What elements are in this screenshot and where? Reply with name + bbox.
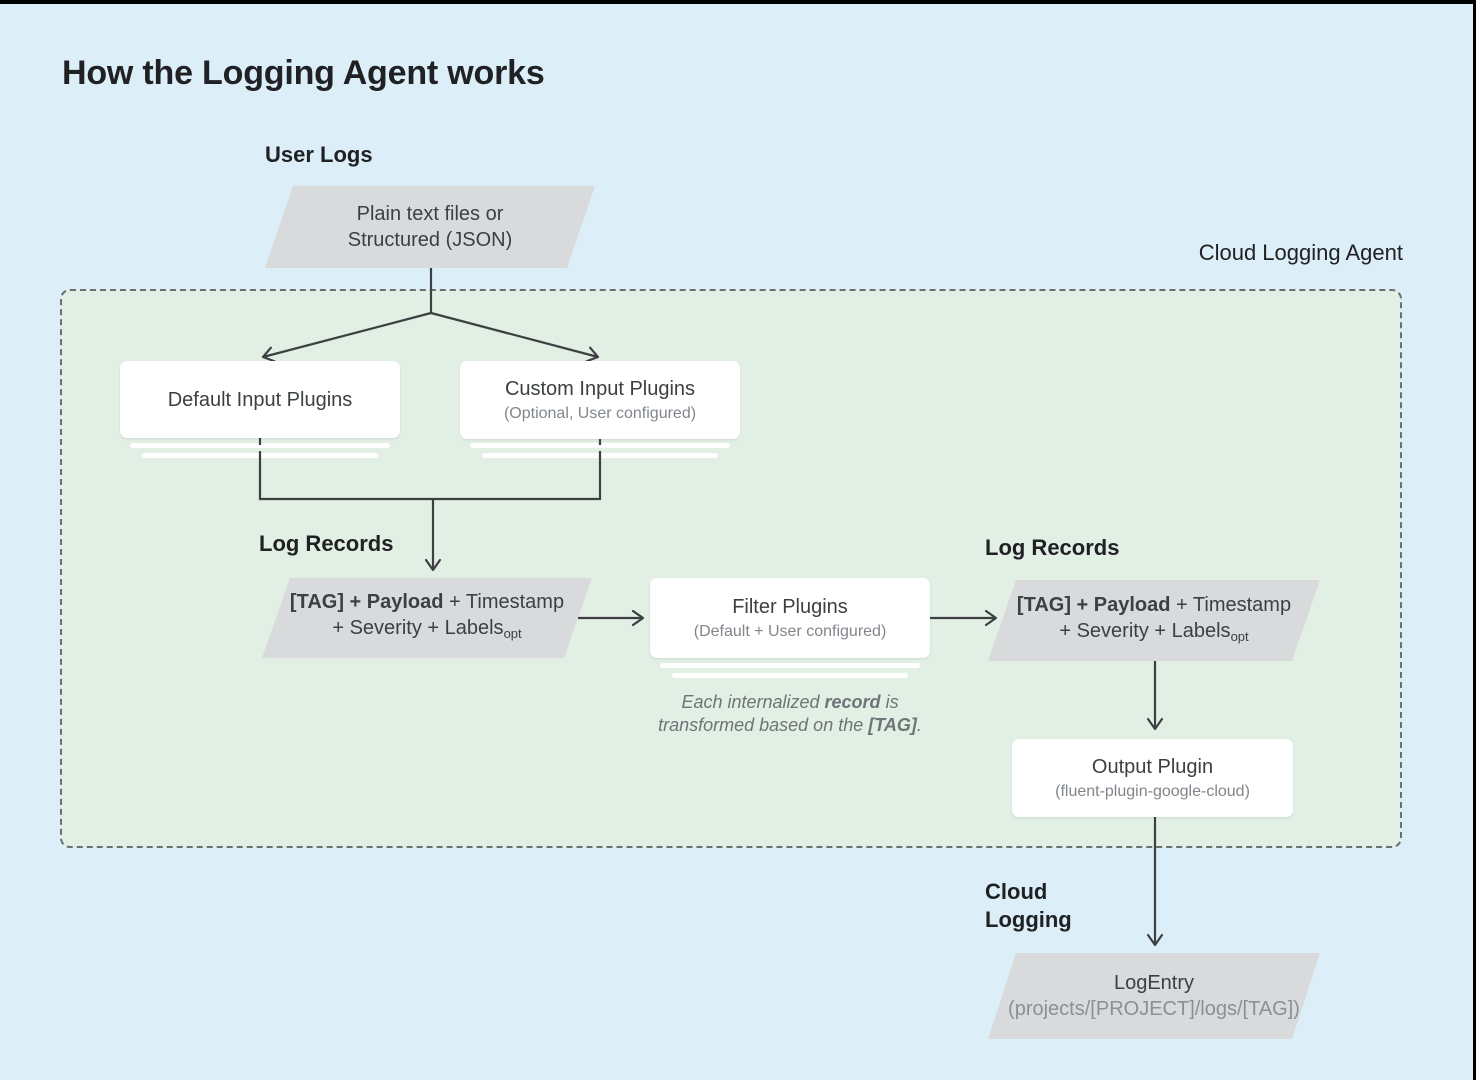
log-record-left-bold: [TAG] + Payload [289,591,444,613]
node-log-record-left: [TAG] + Payload + Timestamp + Severity +… [262,578,592,658]
window-right-edge [1473,0,1476,1080]
node-user-logs-file-line2: Structured (JSON) [347,229,513,251]
log-record-right-rest: + Timestamp [1170,593,1292,616]
caption-text: . [916,715,922,735]
node-default-input-plugins: Default Input Plugins [120,361,400,438]
node-custom-input-plugins: Custom Input Plugins (Optional, User con… [460,361,740,439]
node-custom-input-title: Custom Input Plugins [504,377,696,400]
log-record-left-rest: + Timestamp [443,591,565,613]
caption-bold-tag: [TAG] [868,715,917,735]
node-filter-subtitle: (Default + User configured) [693,622,887,640]
stack-layer [660,663,920,668]
log-record-left-line1: [TAG] + Payload + Timestamp [290,589,564,615]
filter-caption: Each internalized record is transformed … [628,691,952,737]
log-record-left-subscript: opt [503,626,522,641]
node-log-entry: LogEntry (projects/[PROJECT]/logs/[TAG]) [988,953,1320,1039]
node-log-entry-subtitle: (projects/[PROJECT]/logs/[TAG]) [1008,998,1300,1020]
node-user-logs-file-line1: Plain text files or [356,203,504,225]
cloud-logging-label: Cloud Logging [985,878,1072,934]
cloud-logging-agent-label: Cloud Logging Agent [1198,240,1403,265]
cloud-logging-label-line1: Cloud [985,879,1048,904]
arrow-to-default-input [261,311,432,363]
stack-layer [130,443,390,448]
node-output-title: Output Plugin [1091,755,1214,778]
node-log-record-right: [TAG] + Payload + Timestamp + Severity +… [988,580,1320,661]
node-filter-plugins: Filter Plugins (Default + User configure… [650,578,930,658]
cloud-logging-label-line2: Logging [985,907,1072,932]
caption-bold-record: record [824,692,881,712]
page-title: How the Logging Agent works [62,54,545,92]
node-filter-title: Filter Plugins [732,595,848,618]
user-logs-label: User Logs [265,142,373,167]
node-default-input-title: Default Input Plugins [167,388,353,411]
log-record-right-line1: [TAG] + Payload + Timestamp [1017,592,1291,618]
caption-text: is [880,692,899,712]
node-user-logs-file: Plain text files or Structured (JSON) [265,186,595,268]
log-record-right-subscript: opt [1230,628,1249,644]
log-record-right-line2-text: + Severity + Labels [1059,619,1231,642]
caption-text: transformed based on the [658,715,869,735]
log-record-left-line2-text: + Severity + Labels [332,617,504,639]
log-records-left-label: Log Records [259,531,394,556]
log-record-left-line2: + Severity + Labelsopt [332,615,521,647]
node-log-entry-title: LogEntry [1113,972,1195,994]
caption-text: Each internalized [681,692,825,712]
log-records-right-label: Log Records [985,535,1120,560]
stack-layer [470,443,730,448]
node-custom-input-subtitle: (Optional, User configured) [503,404,697,422]
stack-layer [672,673,908,678]
log-record-right-line2: + Severity + Labelsopt [1059,618,1248,650]
arrow-to-custom-input [430,311,600,363]
node-output-plugin: Output Plugin (fluent-plugin-google-clou… [1012,739,1293,817]
window-top-edge [0,0,1476,4]
log-record-right-bold: [TAG] + Payload [1016,593,1171,616]
merge-bracket [258,456,602,501]
node-output-subtitle: (fluent-plugin-google-cloud) [1055,782,1250,800]
